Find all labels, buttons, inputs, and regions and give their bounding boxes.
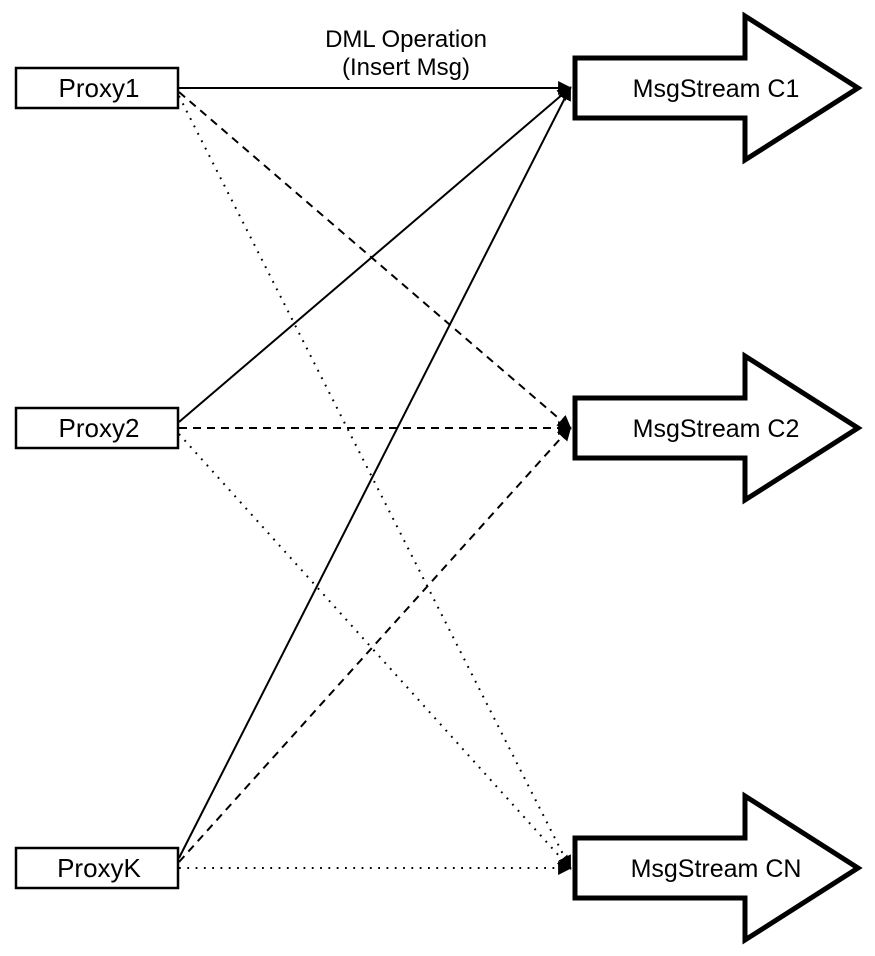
msgstream-c2-label: MsgStream C2	[633, 415, 800, 443]
edge-proxyk-to-msgstream-c2-dashed	[178, 426, 572, 863]
edge-proxy2-to-msgstream-cn-dotted	[178, 433, 572, 870]
msgstream-cn-label: MsgStream CN	[631, 855, 802, 883]
dml-operation-title-line2: (Insert Msg)	[342, 54, 470, 81]
proxyk-node	[14, 846, 180, 890]
msgstream-cn-arrow-shape	[572, 791, 863, 945]
proxyk-label: ProxyK	[57, 853, 141, 883]
edge-proxy1-to-msgstream-c2-dashed	[178, 91, 572, 430]
proxy2-label: Proxy2	[59, 413, 140, 443]
proxy1-label: Proxy1	[59, 73, 140, 103]
edge-proxy1-to-msgstream-cn-dotted	[178, 95, 571, 870]
msgstream-c1-label: MsgStream C1	[633, 75, 800, 103]
edge-proxyk-to-msgstream-c1-solid	[178, 86, 571, 859]
proxy2-node	[14, 406, 180, 450]
edge-proxy2-to-msgstream-c1-solid	[178, 86, 572, 423]
proxy1-node	[14, 66, 180, 110]
dml-operation-title-line1: DML Operation	[325, 26, 487, 53]
msgstream-c2-arrow-shape	[572, 351, 863, 505]
msgstream-c1-arrow-shape	[572, 11, 863, 165]
